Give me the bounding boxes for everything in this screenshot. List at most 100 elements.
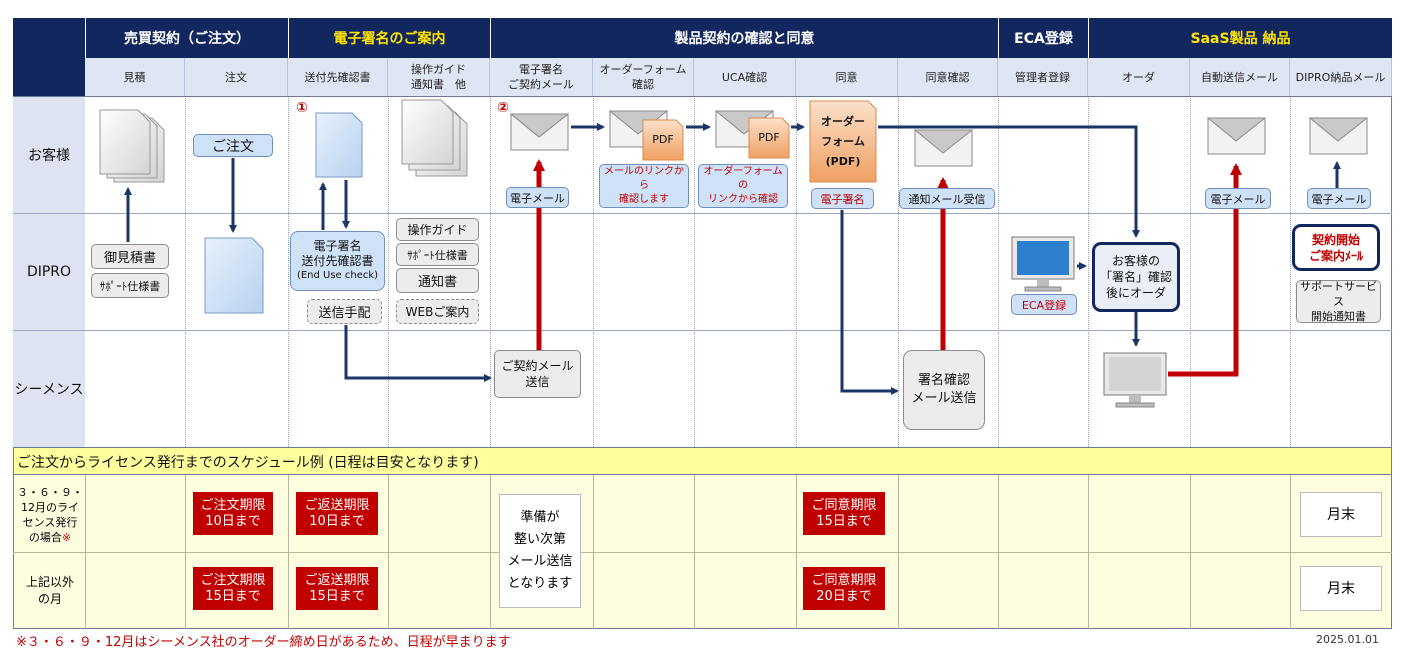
column-header: 見積	[85, 58, 185, 96]
order-node: ご注文	[193, 134, 273, 157]
send-arrange-node: 送信手配	[307, 299, 382, 324]
phase-header-confirm: 製品契約の確認と同意	[490, 18, 998, 58]
phase-label: 売買契約（ご注文）	[124, 31, 250, 47]
document-icon	[204, 237, 264, 314]
pdf-label: PDF	[758, 130, 780, 144]
support-spec-node: ｻﾎﾟｰﾄ仕様書	[396, 243, 479, 266]
web-info-node: WEBご案内	[396, 299, 479, 324]
grid-line	[1290, 96, 1291, 447]
footer-date: 2025.01.01	[1316, 633, 1379, 646]
footer-note: ※３・６・９・12月はシーメンス社のオーダー締め日があるため、日程が早まります	[16, 635, 511, 650]
grid-line	[490, 96, 491, 447]
phase-label: ECA登録	[1014, 31, 1073, 47]
email-label: 電子メール	[1205, 188, 1271, 209]
row2-label: 上記以外 の月	[25, 574, 74, 606]
envelope-icon	[1308, 117, 1369, 155]
column-header: 送付先確認書	[288, 58, 388, 96]
grid-line	[388, 96, 389, 447]
support-start-node: サポートサービス 開始通知書	[1296, 280, 1381, 323]
envelope-icon	[1206, 117, 1267, 155]
row1-label-mark: ※	[61, 530, 72, 544]
order-deadline-badge: ご注文期限 10日まで	[193, 492, 273, 535]
column-header: 電子署名 ご契約メール	[490, 58, 593, 96]
step-marker-2: ②	[497, 100, 509, 116]
column-header: UCA確認	[694, 58, 796, 96]
phase-header-saas: SaaS製品 納品	[1088, 18, 1392, 58]
order-form-icon	[809, 100, 877, 183]
grid-line	[1190, 96, 1191, 447]
corner-header	[13, 18, 85, 96]
phase-header-esign: 電子署名のご案内	[288, 18, 490, 58]
notify-receive-label: 通知メール受信	[899, 188, 995, 209]
row-label-text: お客様	[28, 148, 70, 164]
monitor-icon	[1103, 352, 1167, 408]
schedule-grid-line	[13, 552, 1392, 553]
link-check-label: メールのリンクから 確認します	[599, 164, 689, 208]
phase-header-sales: 売買契約（ご注文）	[85, 18, 288, 58]
after-sign-order-node: お客様の 「署名」確認 後にオーダ	[1092, 242, 1180, 312]
grid-line	[185, 96, 186, 447]
sign-confirm-node: 署名確認 メール送信	[903, 350, 985, 430]
document-icon	[315, 112, 363, 178]
column-header: 同意	[796, 58, 898, 96]
email-label: 電子メール	[1307, 188, 1371, 209]
envelope-icon	[913, 129, 974, 167]
column-header: DIPRO納品メール	[1290, 58, 1392, 96]
row1-label: ３・６・９・ 12月のライ センス発行 の場合※	[14, 477, 86, 552]
phase-label: 製品契約の確認と同意	[674, 31, 815, 47]
phase-label: SaaS製品 納品	[1190, 31, 1291, 47]
grid-line	[796, 96, 797, 447]
column-header: オーダ	[1088, 58, 1190, 96]
row-label-dipro: DIPRO	[13, 213, 85, 330]
grid-line	[85, 330, 1392, 331]
column-header: オーダーフォーム 確認	[593, 58, 694, 96]
contract-start-node: 契約開始 ご案内ﾒｰﾙ	[1292, 224, 1380, 271]
column-header: 操作ガイド 通知書 他	[388, 58, 490, 96]
order-deadline-badge: ご注文期限 15日まで	[193, 567, 273, 610]
document-stack-icon	[401, 99, 468, 177]
guide-node: 操作ガイド	[396, 218, 479, 241]
pdf-label: PDF	[652, 132, 674, 146]
esign-confirm-text: 電子署名 送付先確認書	[301, 239, 374, 268]
quotation-node: 御見積書	[91, 244, 169, 269]
grid-line	[898, 96, 899, 447]
month-end-box: 月末	[1300, 492, 1382, 537]
agree-deadline-badge: ご同意期限 20日まで	[803, 567, 885, 610]
form-link-label: オーダーフォームの リンクから確認	[698, 164, 788, 208]
envelope-icon	[509, 113, 570, 151]
row-label-siemens: シーメンス	[13, 330, 85, 447]
row1-label-text: ３・６・９・ 12月のライ センス発行 の場合※	[17, 485, 83, 545]
esign-label: 電子署名	[811, 188, 874, 209]
notice-node: 通知書	[396, 268, 479, 293]
document-stack-icon	[99, 109, 165, 183]
grid-line	[998, 96, 999, 447]
pdf-document-icon	[642, 119, 684, 161]
header-divider	[13, 96, 1392, 97]
schedule-title-bar	[13, 447, 1392, 475]
prep-note-box: 準備が 整い次第 メール送信 となります	[499, 494, 581, 608]
grid-line	[593, 96, 594, 447]
schedule-title: ご注文からライセンス発行までのスケジュール例 (日程は目安となります)	[17, 455, 479, 471]
phase-header-eca: ECA登録	[998, 18, 1088, 58]
eca-register-label: ECA登録	[1011, 294, 1077, 315]
phase-label: 電子署名のご案内	[333, 31, 446, 47]
support-spec-node: ｻﾎﾟｰﾄ仕様書	[91, 273, 169, 298]
row-label-customer: お客様	[13, 96, 85, 213]
column-header: 注文	[185, 58, 288, 96]
pdf-document-icon	[748, 117, 790, 159]
grid-line	[694, 96, 695, 447]
row1-label-body: ３・６・９・ 12月のライ センス発行 の場合	[17, 485, 83, 544]
column-header: 管理者登録	[998, 58, 1088, 96]
column-header: 自動送信メール	[1190, 58, 1290, 96]
month-end-box: 月末	[1300, 566, 1382, 611]
end-use-text: (End Use check)	[296, 270, 379, 281]
return-deadline-badge: ご返送期限 15日まで	[296, 567, 378, 610]
grid-line	[85, 213, 1392, 214]
row-label-text: DIPRO	[26, 264, 72, 280]
grid-line	[288, 96, 289, 447]
agree-deadline-badge: ご同意期限 15日まで	[803, 492, 885, 535]
esign-confirm-node: 電子署名 送付先確認書 (End Use check)	[290, 231, 385, 291]
return-deadline-badge: ご返送期限 10日まで	[296, 492, 378, 535]
column-header: 同意確認	[898, 58, 998, 96]
